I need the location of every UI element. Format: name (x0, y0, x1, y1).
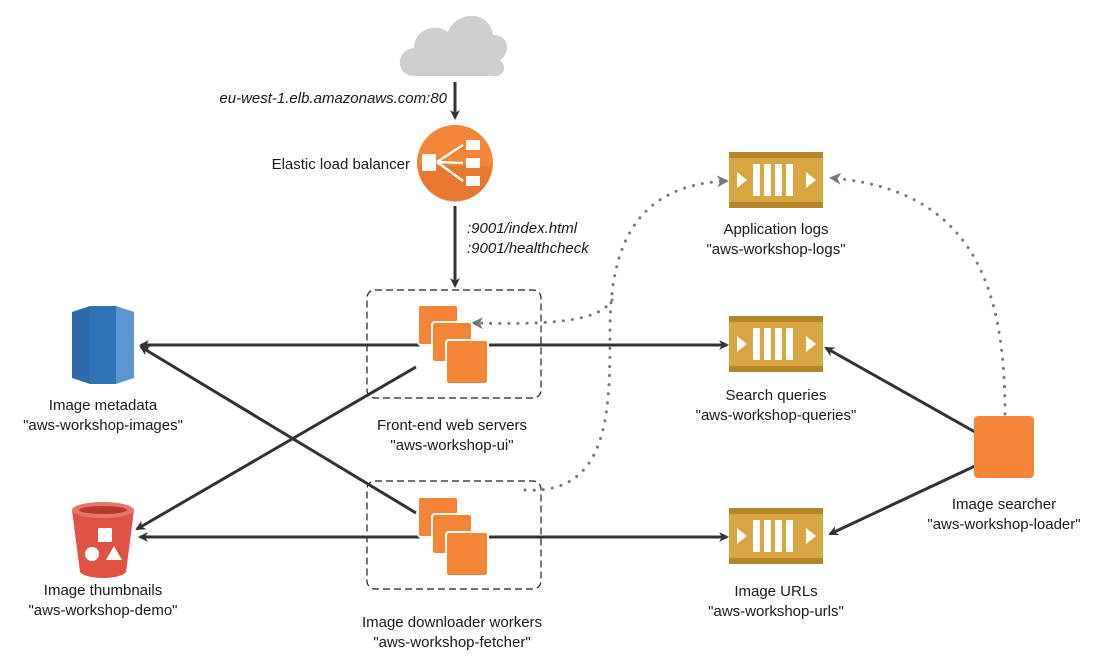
thumbnails-name: "aws-workshop-demo" (28, 602, 177, 619)
logs-queue-icon (729, 152, 823, 208)
route-index-label: :9001/index.html (467, 220, 578, 237)
cloud-icon (399, 15, 508, 77)
urls-queue-title: Image URLs (734, 583, 817, 600)
queries-queue-icon (729, 316, 823, 372)
fetcher-name: "aws-workshop-fetcher" (373, 634, 530, 651)
fetcher-group-box (366, 480, 542, 590)
internet-endpoint-label: eu-west-1.elb.amazonaws.com:80 (219, 90, 447, 107)
metadata-title: Image metadata (49, 397, 158, 414)
frontend-title: Front-end web servers (377, 417, 527, 434)
urls-queue-icon (729, 508, 823, 564)
metadata-name: "aws-workshop-images" (23, 417, 183, 434)
thumbnails-title: Image thumbnails (44, 582, 162, 599)
elb-label: Elastic load balancer (272, 156, 410, 173)
edge-frontend-to-thumbnails (135, 365, 417, 531)
elb-icon (417, 125, 493, 202)
fetcher-ec2-icon (417, 496, 489, 577)
urls-queue-name: "aws-workshop-urls" (708, 603, 844, 620)
edge-searcher-to-urls (828, 464, 976, 536)
edge-frontend-to-logs (523, 175, 729, 492)
frontend-ec2-icon (417, 304, 489, 385)
searcher-title: Image searcher (952, 496, 1056, 513)
logs-queue-name: "aws-workshop-logs" (706, 241, 845, 258)
s3-bucket-icon (72, 502, 134, 578)
searcher-ec2-icon (974, 416, 1034, 478)
edge-fetcher-to-logs (471, 298, 614, 330)
route-health-label: :9001/healthcheck (467, 240, 590, 257)
frontend-group-box (366, 289, 542, 399)
queries-queue-name: "aws-workshop-queries" (696, 407, 857, 424)
searcher-name: "aws-workshop-loader" (927, 516, 1080, 533)
edge-fetcher-to-metadata (139, 345, 417, 515)
fetcher-title: Image downloader workers (362, 614, 542, 631)
edge-searcher-to-queries (824, 346, 976, 434)
frontend-name: "aws-workshop-ui" (390, 437, 513, 454)
queries-queue-title: Search queries (726, 387, 827, 404)
edge-searcher-to-logs (829, 172, 1007, 416)
dynamodb-icon (72, 306, 134, 384)
logs-queue-title: Application logs (723, 221, 828, 238)
